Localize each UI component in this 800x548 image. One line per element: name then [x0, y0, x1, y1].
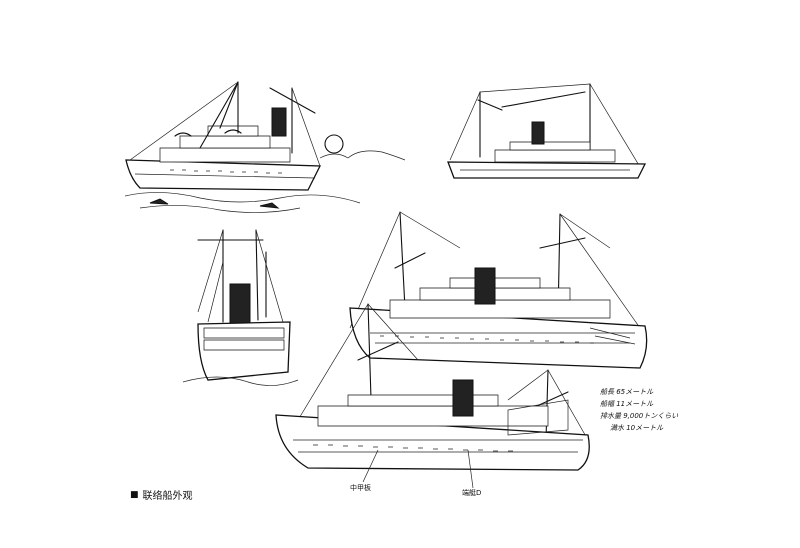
- boat-label: 端艇D: [462, 489, 482, 497]
- caption-marker: ■: [130, 489, 139, 500]
- spec-note-length: 船長 65メートル: [600, 388, 654, 396]
- ship-sketch-profile: [440, 82, 650, 184]
- spec-note-draft: 満水 10メートル: [610, 424, 664, 432]
- caption-text: 联络船外观: [142, 491, 193, 502]
- ship-sketch-large: [340, 208, 670, 388]
- spec-note-displacement: 排水量 9,000トンくらい: [600, 412, 679, 420]
- ship-sketch-bow-view: [178, 222, 308, 392]
- spec-note-beam: 船幅 11メートル: [600, 400, 654, 408]
- figure-caption: ■ 联络船外观: [130, 487, 193, 503]
- ship-sketch-at-sea: [120, 78, 420, 218]
- deck-label: 中甲板: [350, 484, 371, 492]
- ship-sketch-bottom: [268, 300, 608, 480]
